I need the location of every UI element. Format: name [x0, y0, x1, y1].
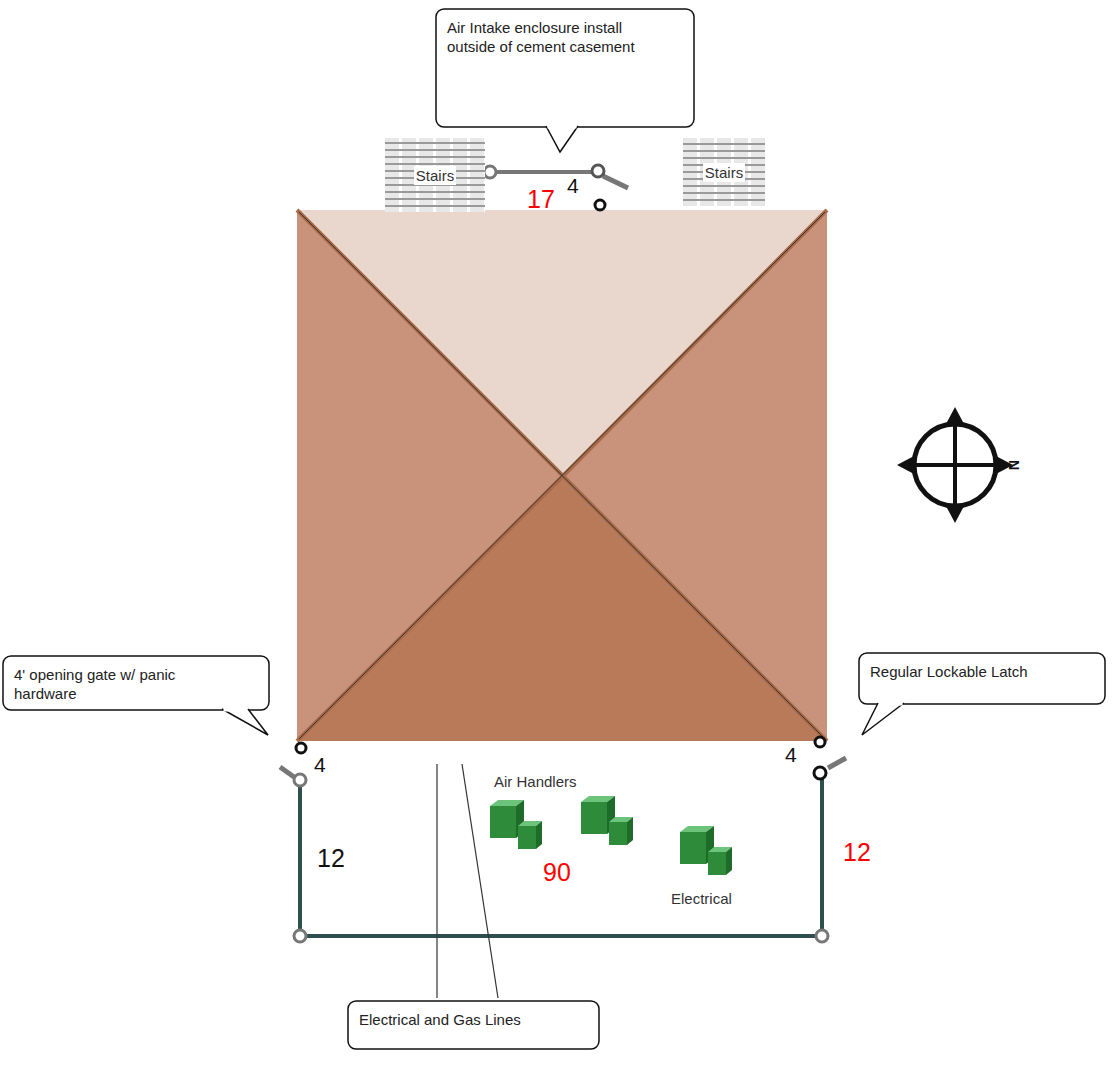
equipment-label: Air Handlers — [494, 774, 577, 789]
gate-leaf — [828, 758, 846, 768]
callout-bubble: Regular Lockable Latch — [858, 652, 1106, 705]
gate-post — [595, 200, 605, 210]
leader-line — [436, 764, 437, 998]
fence-post — [294, 774, 306, 786]
gate-post — [592, 165, 604, 177]
stairs-label: Stairs — [703, 163, 745, 182]
gate-leaf — [280, 767, 294, 777]
stairs-block: Stairs — [385, 138, 485, 212]
callout-text: 4' opening gate w/ panic hardware — [14, 665, 199, 703]
callout-tail-join — [880, 703, 903, 706]
leader-line — [462, 764, 498, 998]
callout-tail — [222, 709, 268, 735]
air-handler-unit — [581, 796, 633, 845]
air-handler-unit — [490, 800, 542, 849]
compass-rose — [897, 407, 1013, 523]
dimension-number: 4 — [314, 754, 326, 775]
callout-tail — [546, 126, 578, 152]
callout-bubble: Air Intake enclosure install outside of … — [435, 8, 695, 128]
callout-tail-join — [548, 126, 577, 129]
callout-text: Regular Lockable Latch — [870, 662, 1096, 681]
dimension-number: 17 — [527, 187, 555, 212]
gate-post — [814, 767, 826, 779]
dimension-number: 12 — [843, 840, 871, 865]
callout-box: Electrical and Gas Lines — [347, 1000, 600, 1050]
callout-outline — [859, 653, 1105, 704]
roof-plane — [297, 476, 827, 741]
gate-post — [815, 737, 825, 747]
dimension-number: 4 — [567, 175, 579, 196]
gate-leaf — [603, 176, 628, 188]
gate-rail — [490, 170, 598, 174]
gate-post — [296, 743, 306, 753]
fence — [300, 773, 822, 936]
stairs-block: Stairs — [683, 138, 765, 206]
callout-outline — [436, 9, 694, 127]
equipment-label: Electrical — [671, 891, 732, 906]
fence-post — [816, 930, 828, 942]
electrical-unit — [680, 826, 732, 875]
callout-outline — [348, 1001, 599, 1049]
gate-post — [484, 166, 496, 178]
dimension-number: 90 — [543, 860, 571, 885]
roof-hip — [299, 212, 825, 739]
fence-post — [294, 930, 306, 942]
roof-hip — [299, 212, 825, 739]
callout-text: Electrical and Gas Lines — [359, 1010, 590, 1029]
callout-tail — [862, 703, 904, 735]
dimension-number: 4 — [785, 744, 797, 765]
callout-bubble: 4' opening gate w/ panic hardware — [2, 655, 270, 711]
dimension-number: 12 — [317, 846, 345, 871]
callout-text: Air Intake enclosure install outside of … — [447, 18, 642, 56]
callout-outline — [3, 656, 269, 710]
compass-north: N — [1007, 460, 1021, 470]
callout-tail-join — [224, 709, 247, 712]
stairs-label: Stairs — [414, 166, 456, 185]
